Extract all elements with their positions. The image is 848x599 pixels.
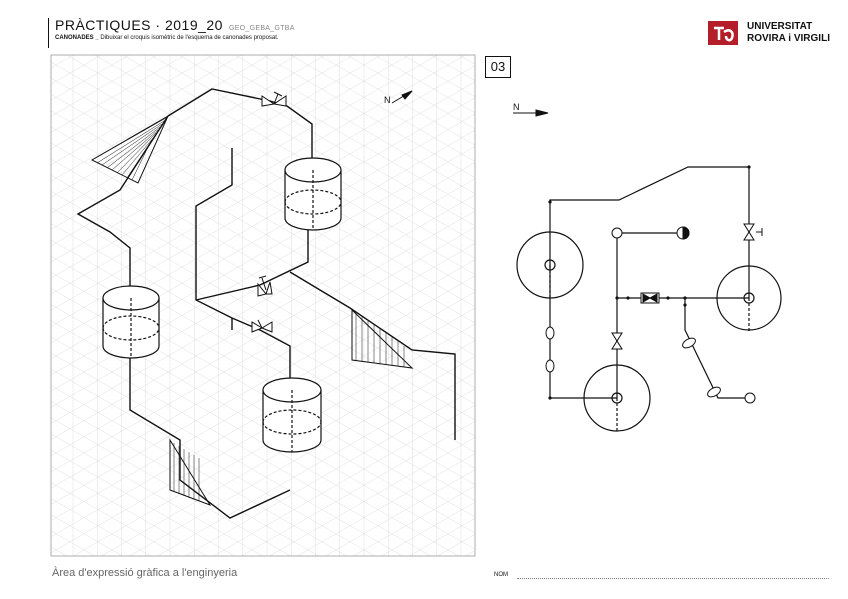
grid-frame: [50, 54, 476, 557]
plan-valve-right-icon: [743, 223, 763, 241]
plan-pipe-left: [549, 265, 617, 399]
iso-valve-low-icon: [251, 319, 273, 333]
iso-valve-top-icon: [261, 91, 287, 107]
iso-tank-2: [284, 157, 342, 231]
pipe-right-run: [289, 271, 456, 440]
plan-schematic: [549, 166, 750, 399]
plan-tank-1: [516, 231, 584, 300]
pipe-valve-branch: [195, 212, 309, 301]
pipe-mid-run: [195, 148, 291, 378]
plan-fittings: [545, 223, 763, 404]
plan-reducer-2-icon: [545, 359, 555, 373]
plan-reducer-3-icon: [682, 337, 696, 349]
plan-cap-icon: [676, 226, 690, 240]
plan-valve-center-icon: [611, 332, 623, 350]
exercise-number: 03: [485, 56, 511, 78]
plan-north-arrow-icon: [513, 109, 549, 117]
plan-tank-3: [716, 265, 782, 332]
plan-tank-2: [583, 364, 651, 433]
plan-fitting-top-icon: [611, 227, 623, 239]
name-field-line: [517, 578, 829, 579]
plan-tanks: [516, 231, 782, 433]
page-subtitle: CANONADES _ Dibuixar el croquis isomètri…: [55, 35, 279, 41]
pipe-tank1-down: [129, 346, 291, 519]
plan-reducer-4-icon: [707, 386, 721, 398]
iso-tank-3: [262, 377, 322, 453]
iso-valves: [251, 91, 287, 333]
plan-north-label: N: [513, 102, 520, 112]
hatch-planes: [90, 114, 414, 506]
iso-valve-mid-icon: [257, 275, 273, 297]
plan-reducer-1-icon: [545, 326, 555, 340]
header-divider: [48, 18, 49, 48]
iso-tank-1: [102, 285, 160, 359]
plan-fitting-end-icon: [744, 392, 756, 404]
plan-joints: [548, 165, 751, 400]
iso-north-arrow-icon: [391, 90, 413, 104]
plan-pipe-diag: [684, 298, 749, 399]
footer-name-label: NOM: [494, 572, 508, 578]
course-code: GEO_GEBA_GTBA: [228, 25, 295, 32]
plan-valve-horizontal-icon: [640, 292, 660, 304]
footer-area-label: Àrea d'expressió gràfica a l'enginyeria: [52, 567, 238, 579]
plan-pipe-top: [549, 166, 750, 265]
urv-logo-icon: [708, 21, 738, 45]
iso-north-label: N: [384, 95, 391, 105]
